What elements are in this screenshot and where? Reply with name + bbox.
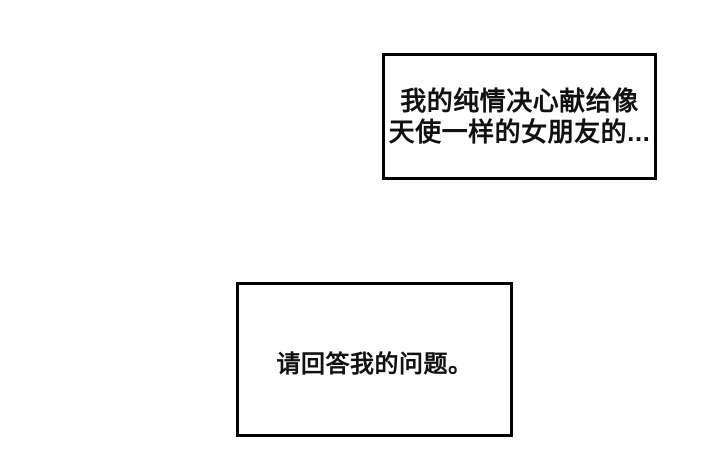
speech-text-line: 天使一样的女朋友的...	[388, 116, 651, 147]
speech-box-bottom: 请回答我的问题。	[236, 282, 513, 437]
speech-text-line: 请回答我的问题。	[276, 351, 473, 378]
speech-box-top: 我的纯情决心献给像 天使一样的女朋友的...	[382, 53, 657, 180]
speech-text-line: 我的纯情决心献给像	[400, 85, 639, 116]
